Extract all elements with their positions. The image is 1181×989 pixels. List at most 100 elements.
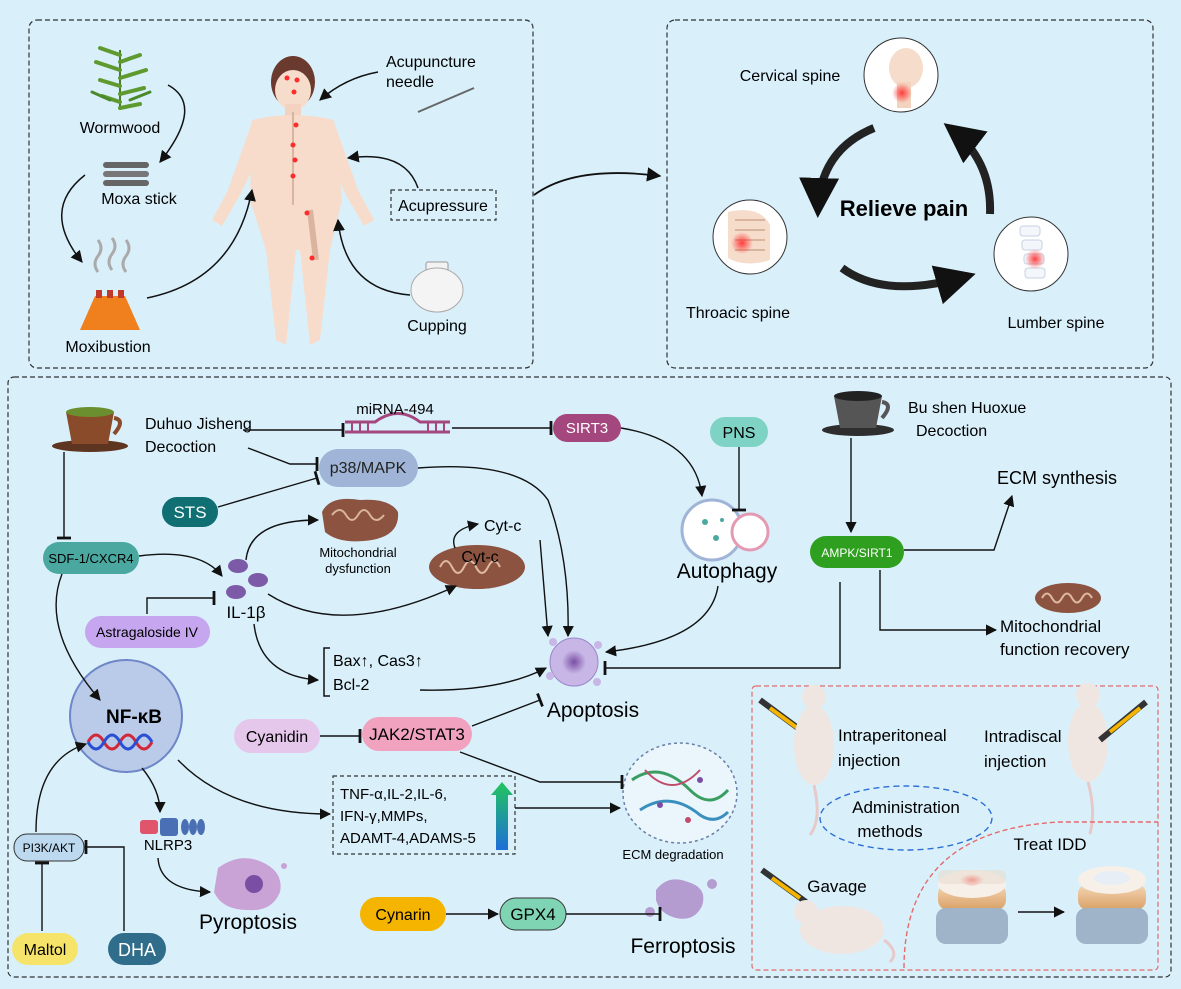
- nfkb-label: NF-κB: [106, 707, 162, 728]
- moxa-stick-icon: [103, 162, 149, 186]
- pyroptosis-label: Pyroptosis: [199, 911, 297, 934]
- thoracic-spine-icon: [712, 199, 788, 275]
- edge-ampk-apoptosis: [603, 582, 841, 675]
- edge-autophagy-apoptosis: [604, 585, 719, 657]
- intradiscal-label-line1: Intradiscal: [984, 727, 1061, 746]
- il1b-label: IL-1β: [226, 603, 265, 622]
- nlrp3-icon: [140, 818, 205, 836]
- jak-label: JAK2/STAT3: [369, 725, 465, 744]
- pi3k-label: PI3K/AKT: [23, 841, 76, 855]
- acupressure-box: [390, 189, 497, 221]
- cupping-label: Cupping: [407, 318, 467, 335]
- mirna-icon: [345, 412, 450, 434]
- intradiscal-label-line2: injection: [984, 752, 1046, 771]
- apoptosis-label: Apoptosis: [547, 699, 639, 722]
- edge-il1b-bax: [253, 623, 320, 685]
- moxibustion-icon: [80, 237, 140, 330]
- sts-label: STS: [173, 503, 206, 522]
- pns-node: [710, 417, 768, 447]
- intraperitoneal-label-line2: injection: [838, 751, 900, 770]
- bax-bracket: [323, 647, 330, 697]
- jak-node: [362, 717, 472, 751]
- repaired-disc-icon: [1076, 866, 1148, 944]
- edge-duhuo-p38: [247, 447, 319, 471]
- wormwood-label: Wormwood: [80, 120, 161, 137]
- gavage-label: Gavage: [807, 877, 867, 896]
- acupuncture-label-line2: needle: [386, 74, 434, 91]
- thoracic-spine-label: Throacic spine: [686, 305, 790, 322]
- nlrp3-label: NLRP3: [144, 837, 192, 854]
- ecm-degradation-icon: [622, 742, 738, 844]
- bax-label: Bax↑, Cas3↑: [333, 653, 423, 670]
- edge-il1b-cytc: [267, 585, 458, 616]
- rat-icon-gavage: [794, 900, 896, 964]
- acupuncture-label-line1: Acupuncture: [386, 54, 476, 71]
- degenerated-disc-icon: [936, 870, 1008, 944]
- mirna-label: miRNA-494: [356, 401, 434, 418]
- syringe-icon-gavage: [760, 867, 808, 905]
- mechanism-panel: [7, 376, 1172, 978]
- increase-arrow-icon: [491, 782, 513, 850]
- duhuo-label-line1: Duhuo Jisheng: [145, 416, 252, 433]
- edge-il1b-mito: [245, 514, 320, 561]
- ferroptosis-label: Ferroptosis: [630, 935, 735, 958]
- ampk-label: AMPK/SIRT1: [821, 546, 892, 560]
- il1b-molecule-icon: [226, 559, 268, 599]
- cytokine-label-line2: IFN-γ,MMPs,: [340, 808, 428, 825]
- cytc-mito-label: Cyt-c: [461, 549, 498, 566]
- cycle-arrow-left: [799, 124, 876, 218]
- mitochondria-cytc-icon: [429, 545, 525, 589]
- rat-icon-intraperitoneal: [794, 685, 834, 836]
- relieve-pain-label: Relieve pain: [840, 196, 968, 221]
- sdf-node: [43, 542, 139, 574]
- edge-dha-pi3k: [84, 840, 125, 931]
- p38-node: [319, 449, 418, 487]
- edge-astragaloside-il1b: [146, 591, 216, 614]
- edge-sirt3-autophagy: [620, 427, 707, 498]
- administration-methods-line1: Administration: [852, 798, 960, 817]
- edge-nlrp3-pyroptosis: [157, 857, 212, 898]
- cytokine-box: [332, 775, 516, 855]
- maltol-label: Maltol: [24, 942, 67, 959]
- moxa-stick-label: Moxa stick: [101, 191, 178, 208]
- ferroptosis-cell-icon: [645, 879, 717, 919]
- mitochondria-dysfunction-icon: [322, 498, 399, 542]
- nfkb-nucleus-icon: [69, 659, 183, 773]
- dha-label: DHA: [118, 940, 156, 960]
- arrow-moxa-moxibustion: [61, 174, 86, 263]
- ecm-degradation-label: ECM degradation: [622, 847, 723, 862]
- edge-jak-ecm: [459, 751, 624, 789]
- edge-nfkb-nlrp3: [141, 767, 166, 814]
- lumber-spine-icon: [993, 216, 1069, 292]
- arrow-cupping-body: [333, 218, 411, 296]
- bushen-label-line1: Bu shen Huoxue: [908, 400, 1026, 417]
- mitochondria-recovery-icon: [1035, 583, 1101, 613]
- moxibustion-label: Moxibustion: [65, 339, 150, 356]
- human-body-icon: [212, 56, 374, 345]
- teacup-icon-right: [822, 391, 894, 436]
- edge-pi3k-nfkb: [35, 741, 88, 833]
- sirt3-label: SIRT3: [566, 420, 608, 437]
- top-left-panel: [28, 19, 534, 369]
- administration-methods-line2: methods: [857, 822, 922, 841]
- cervical-spine-label: Cervical spine: [740, 68, 841, 85]
- sirt3-node: [553, 414, 621, 442]
- edge-sdf-nfkb: [55, 573, 101, 701]
- edge-sdf-il1b: [138, 553, 223, 577]
- rat-icon-intradiscal: [1068, 683, 1108, 835]
- mito-dysfunction-label-line1: Mitochondrial: [319, 545, 396, 560]
- arrow-acupressure-body: [346, 150, 419, 189]
- arrow-wormwood-moxa: [159, 84, 186, 163]
- mito-dysfunction-label-line2: dysfunction: [325, 561, 391, 576]
- treat-idd-arc: [903, 821, 1158, 969]
- cervical-spine-icon: [863, 37, 939, 113]
- edge-bax-apoptosis: [419, 667, 547, 691]
- edge-nfkb-cytokine: [177, 759, 332, 820]
- cycle-arrow-right: [943, 123, 995, 215]
- edge-ampk-ecm: [904, 494, 1015, 551]
- cytc-top-label: Cyt-c: [484, 518, 521, 535]
- cynarin-label: Cynarin: [375, 907, 430, 924]
- cyanidin-label: Cyanidin: [246, 729, 308, 746]
- syringe-icon-intradiscal: [1098, 699, 1148, 743]
